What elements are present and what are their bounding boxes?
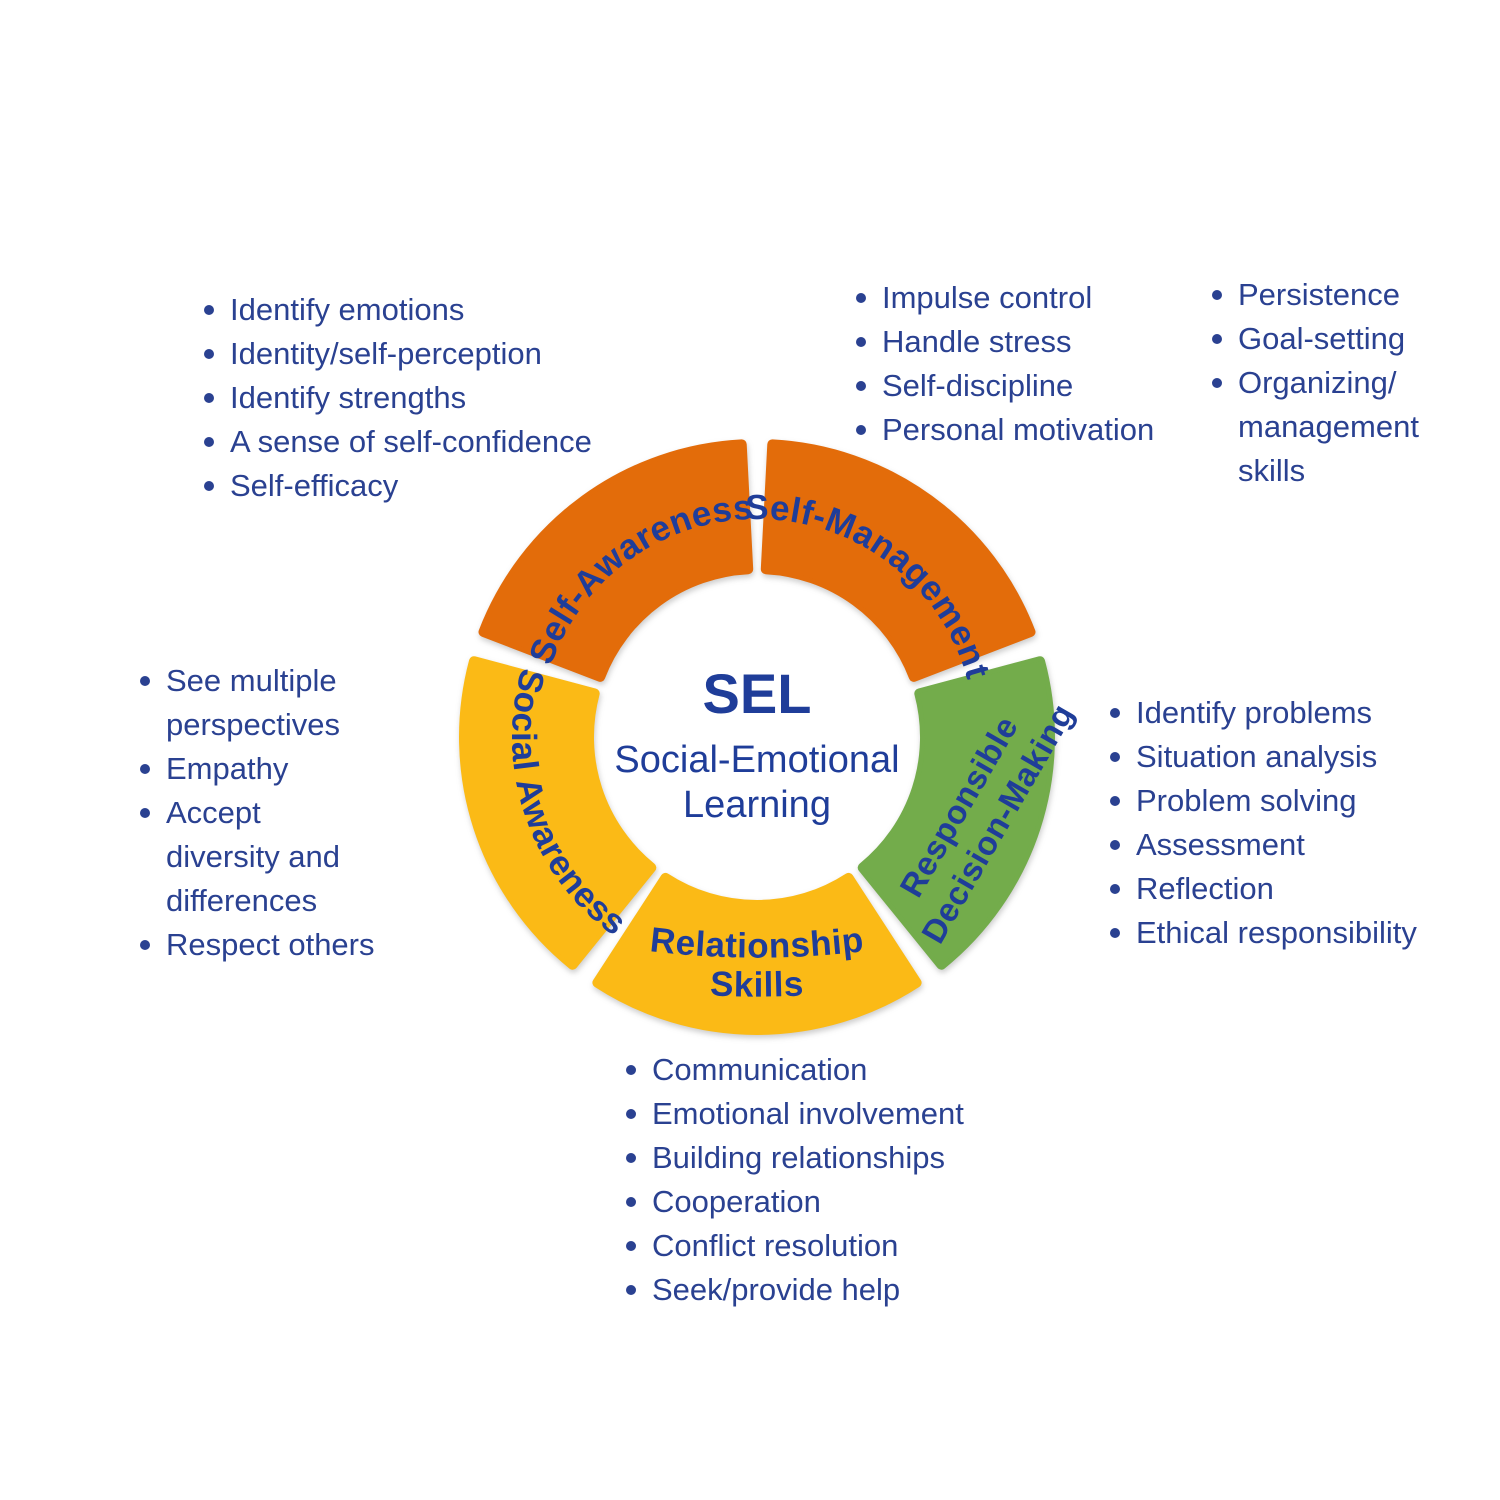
list-item: Cooperation (604, 1180, 1004, 1224)
list-item: Self-discipline (834, 364, 1234, 408)
skill-list-relationship-skills: Communication Emotional involvement Buil… (604, 1048, 1004, 1312)
list-item: Organizing/ management skills (1190, 361, 1425, 493)
list-item: Situation analysis (1088, 735, 1483, 779)
segment-label-relationship-line2: Skills (709, 964, 804, 1004)
list-item: Reflection (1088, 867, 1483, 911)
list-item: Identify emotions (182, 288, 627, 332)
center-title: SEL (703, 662, 812, 725)
list-item: Empathy (118, 747, 383, 791)
list-item: Building relationships (604, 1136, 1004, 1180)
skill-list-responsible-decision-making: Identify problems Situation analysis Pro… (1088, 691, 1483, 955)
list-item: Respect others (118, 923, 383, 967)
donut-segments (459, 439, 1055, 1035)
list-item: Problem solving (1088, 779, 1483, 823)
list-item: Identify strengths (182, 376, 627, 420)
list-item: Seek/provide help (604, 1268, 1004, 1312)
center-subtitle-line1: Social-Emotional (614, 739, 899, 781)
list-item: Goal-setting (1190, 317, 1425, 361)
list-item: Assessment (1088, 823, 1483, 867)
list-item: See multiple perspectives (118, 659, 383, 747)
list-item: A sense of self-confidence (182, 420, 627, 464)
list-item: Emotional involvement (604, 1092, 1004, 1136)
list-item: Conflict resolution (604, 1224, 1004, 1268)
segment-relationship-skills (592, 872, 922, 1035)
list-item: Personal motivation (834, 408, 1234, 452)
list-item: Ethical responsibility (1088, 911, 1483, 955)
segment-self-awareness (478, 439, 754, 682)
segment-label-relationship-line1: Relationship (648, 920, 865, 965)
list-item: Persistence (1190, 273, 1425, 317)
list-item: Identity/self-perception (182, 332, 627, 376)
skill-list-self-management-col1: Impulse control Handle stress Self-disci… (834, 276, 1234, 452)
skill-list-self-awareness: Identify emotions Identity/self-percepti… (182, 288, 627, 508)
skill-list-self-management-col2: Persistence Goal-setting Organizing/ man… (1190, 273, 1425, 493)
list-item: Self-efficacy (182, 464, 627, 508)
segment-social-awareness (459, 656, 657, 970)
list-item: Impulse control (834, 276, 1234, 320)
center-subtitle-line2: Learning (683, 784, 831, 826)
segment-self-management (760, 439, 1036, 682)
list-item: Accept diversity and differences (118, 791, 383, 923)
list-item: Handle stress (834, 320, 1234, 364)
segment-responsible-decision-making (857, 656, 1055, 970)
list-item: Communication (604, 1048, 1004, 1092)
skill-list-social-awareness: See multiple perspectives Empathy Accept… (118, 659, 383, 967)
list-item: Identify problems (1088, 691, 1483, 735)
